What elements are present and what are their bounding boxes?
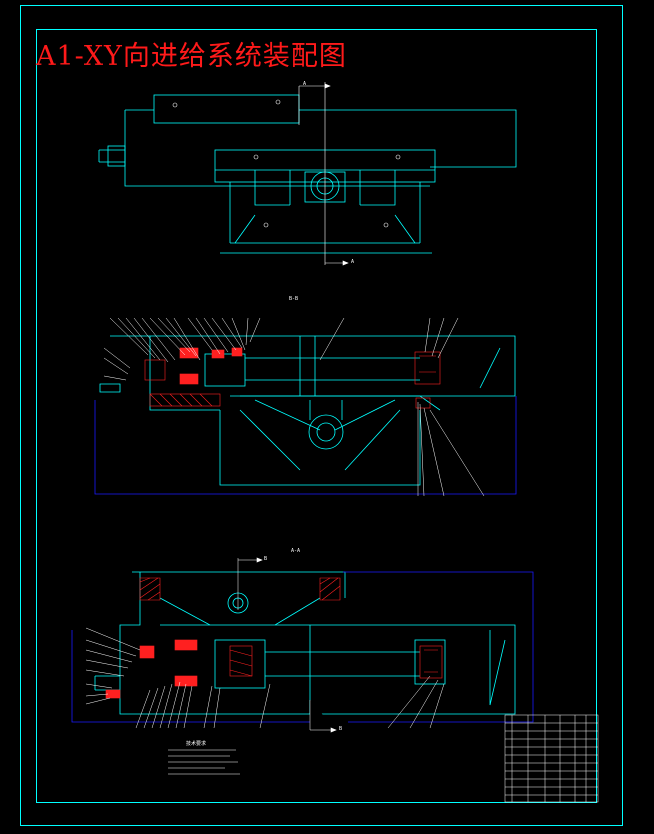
view-marker-b-top: B bbox=[264, 556, 268, 562]
technical-notes bbox=[168, 749, 240, 775]
view-marker-a-bottom: A bbox=[351, 259, 355, 265]
view-marker-a-top: A bbox=[303, 81, 307, 87]
top-view-centerlines bbox=[172, 82, 401, 265]
drawing-title: A1-XY向进给系统装配图 bbox=[36, 41, 347, 72]
section-b-cut-parts bbox=[144, 347, 441, 409]
section-a-dimension bbox=[71, 571, 534, 723]
section-a-leaders bbox=[85, 558, 445, 731]
section-b-dimension bbox=[94, 396, 517, 495]
section-label-a-a: A-A bbox=[291, 548, 301, 554]
technical-requirements-heading: 技术要求 bbox=[186, 741, 207, 747]
section-label-b-b: B-B bbox=[289, 296, 299, 302]
section-a-cut-parts bbox=[105, 577, 443, 699]
sheet-border bbox=[20, 5, 623, 826]
section-markers bbox=[256, 83, 349, 733]
view-marker-b-bottom: B bbox=[339, 726, 343, 732]
section-b-view bbox=[99, 335, 516, 486]
section-b-leaders bbox=[103, 317, 485, 497]
title-block bbox=[504, 714, 599, 803]
top-view bbox=[98, 94, 517, 254]
